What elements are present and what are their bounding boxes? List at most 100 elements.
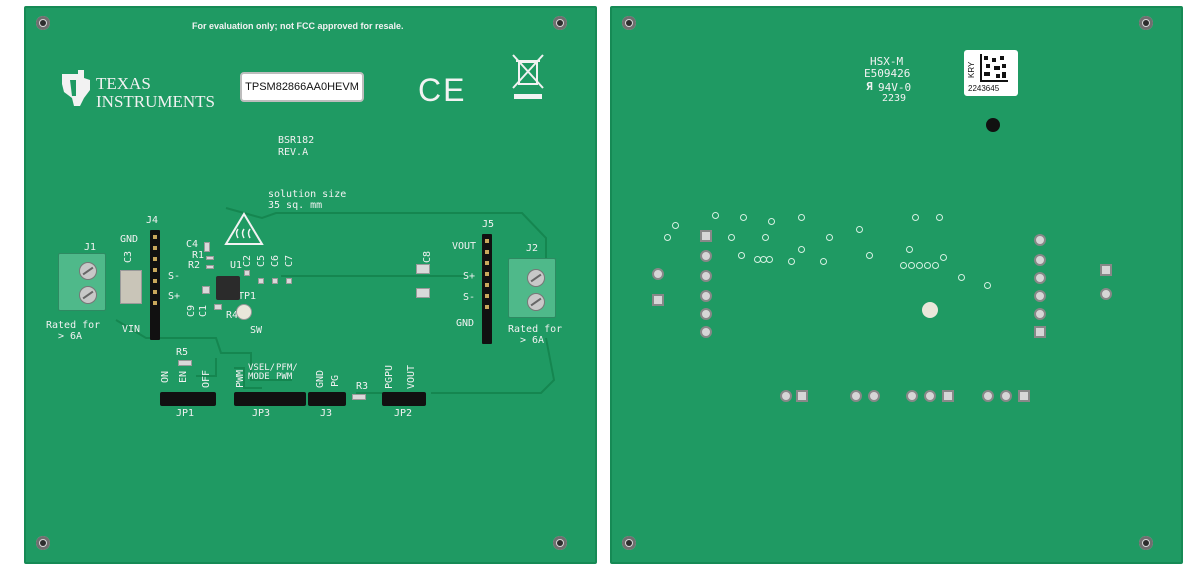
datamatrix-number: 2243645 — [968, 84, 1000, 93]
terminal-screw-icon[interactable] — [527, 293, 545, 311]
weee-bin-icon — [512, 54, 544, 99]
solution-size-label: solution size — [268, 189, 347, 200]
ref-c7: C7 — [284, 254, 296, 268]
datamatrix-code-icon — [980, 54, 1008, 82]
ref-c3: C3 — [123, 250, 135, 264]
pin-s-plus-right: S+ — [463, 271, 476, 282]
header-j3[interactable] — [308, 392, 346, 406]
via — [768, 218, 775, 225]
mounting-hole — [622, 536, 636, 550]
cap-c8-bottom — [416, 288, 430, 298]
pin-s-minus-left: S- — [168, 271, 181, 282]
logo-texas: TEXAS — [96, 74, 151, 93]
ref-r3: R3 — [356, 381, 369, 392]
via — [856, 226, 863, 233]
jumper-pad — [868, 390, 880, 402]
pin-vout-jp2: VOUT — [406, 364, 418, 390]
ref-jp3: JP3 — [252, 408, 271, 419]
ref-c8: C8 — [422, 250, 434, 264]
cap-c5 — [258, 278, 264, 284]
ref-r4: R4 — [226, 310, 239, 321]
through-hole-pad — [700, 308, 712, 320]
pin-off: OFF — [201, 369, 213, 389]
ref-j4: J4 — [146, 215, 159, 226]
hot-surface-warning-icon — [224, 212, 264, 245]
via — [932, 262, 939, 269]
resistor-r1 — [206, 256, 214, 260]
ref-c1: C1 — [198, 304, 210, 318]
ref-r1: R1 — [192, 250, 205, 261]
resistor-r5 — [178, 360, 192, 366]
ref-j2: J2 — [526, 243, 539, 254]
via — [924, 262, 931, 269]
through-hole-pad — [700, 270, 712, 282]
jumper-jp2[interactable] — [382, 392, 426, 406]
jumper-jp3[interactable] — [234, 392, 306, 406]
via — [672, 222, 679, 229]
ref-c4: C4 — [186, 239, 199, 250]
cap-c9 — [202, 286, 210, 294]
via — [798, 214, 805, 221]
terminal-screw-icon[interactable] — [79, 262, 97, 280]
through-hole-pad — [1034, 272, 1046, 284]
through-hole-pad — [1034, 254, 1046, 266]
test-point-tp1[interactable] — [236, 304, 252, 320]
header-j5[interactable] — [482, 234, 492, 344]
ref-r2: R2 — [188, 260, 201, 271]
jumper-jp1[interactable] — [160, 392, 216, 406]
pin-gnd-j3: GND — [315, 369, 327, 389]
via — [766, 256, 773, 263]
evaluation-notice: For evaluation only; not FCC approved fo… — [192, 21, 404, 31]
terminal-screw-icon[interactable] — [79, 286, 97, 304]
rated-left-line2: > 6A — [58, 331, 83, 342]
via — [728, 234, 735, 241]
via — [958, 274, 965, 281]
jumper-pad — [982, 390, 994, 402]
rated-right-line2: > 6A — [520, 335, 545, 346]
via — [900, 262, 907, 269]
mounting-hole — [622, 16, 636, 30]
through-hole-pad — [1034, 290, 1046, 302]
cap-c7 — [286, 278, 292, 284]
rated-left-line1: Rated for — [46, 320, 101, 331]
ref-r5: R5 — [176, 347, 189, 358]
j2-terminal-block[interactable] — [508, 258, 556, 318]
mounting-hole — [1139, 16, 1153, 30]
ref-j1: J1 — [84, 242, 97, 253]
board-id: BSR182 — [278, 135, 315, 146]
pin-gnd-right: GND — [456, 318, 475, 329]
pin-vin: VIN — [122, 324, 141, 335]
jumper-pad — [1018, 390, 1030, 402]
ce-mark: CE — [418, 72, 467, 108]
jumper-pad — [780, 390, 792, 402]
terminal-pad — [1100, 288, 1112, 300]
via — [912, 214, 919, 221]
pin-pwm: PWM — [235, 369, 247, 389]
mfg-code: HSX-M — [870, 55, 904, 68]
ul-file-number: E509426 — [864, 67, 911, 80]
jumper-pad — [924, 390, 936, 402]
pcb-back: HSX-M E509426 Я 94V-0 2239 KRY 2243645 — [610, 6, 1183, 564]
j1-terminal-block[interactable] — [58, 253, 106, 311]
pin-vout-right: VOUT — [452, 241, 477, 252]
capacitor-c3 — [120, 270, 142, 304]
pin-s-minus-right: S- — [463, 292, 476, 303]
pin-on: ON — [160, 370, 172, 384]
via — [738, 252, 745, 259]
header-j4[interactable] — [150, 230, 160, 340]
ref-jp1: JP1 — [176, 408, 195, 419]
through-hole-pad — [1034, 326, 1046, 338]
fiducial-dark — [986, 118, 1000, 132]
ref-c9: C9 — [186, 304, 198, 318]
mounting-hole — [553, 536, 567, 550]
through-hole-pad — [700, 326, 712, 338]
cap-c4 — [204, 242, 210, 252]
mounting-hole — [36, 16, 50, 30]
via — [762, 234, 769, 241]
terminal-screw-icon[interactable] — [527, 269, 545, 287]
via — [798, 246, 805, 253]
terminal-pad — [652, 268, 664, 280]
ref-tp1: TP1 — [238, 291, 257, 302]
pin-pgpu: PGPU — [384, 364, 396, 390]
ref-c6: C6 — [270, 254, 282, 268]
